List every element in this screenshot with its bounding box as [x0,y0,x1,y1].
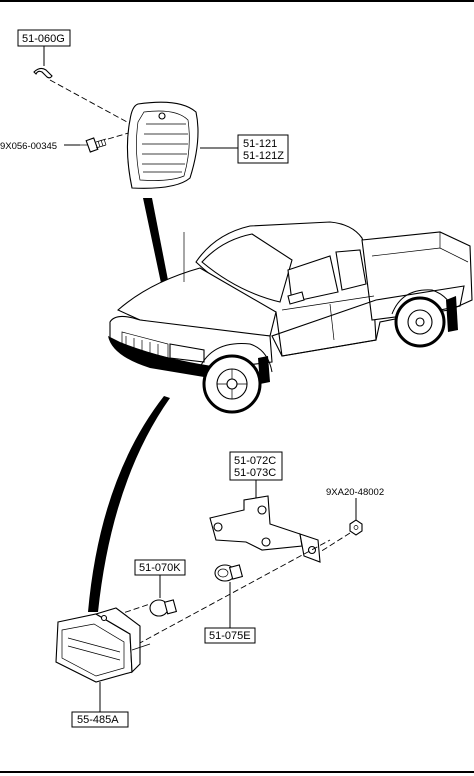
marker-lamp-callout[interactable]: 51-121 51-121Z [237,134,289,164]
bracket-label-1: 51-072C [234,455,276,467]
bulb-part [149,599,178,617]
marker-lamp-part [126,101,199,189]
screw-label: 9X056-00345 [0,141,57,152]
socket-callout[interactable]: 51-075E [204,627,256,644]
bracket-part [209,495,321,563]
marker-lamp-label-2: 51-121Z [243,150,284,162]
clip-label: 51-060G [22,33,65,45]
clip-part [33,67,53,79]
bulb-label: 51-070K [139,562,181,574]
clip-callout[interactable]: 51-060G [17,29,71,66]
fog-lamp-callout[interactable]: 55-485A [71,711,129,728]
socket-part [214,564,244,582]
bracket-label-2: 51-073C [234,467,276,479]
marker-lamp-label-1: 51-121 [243,138,277,150]
bracket-callout[interactable]: 51-072C 51-073C [229,451,283,504]
nut-part [349,519,363,536]
fog-lamp-label: 55-485A [77,714,119,726]
bulb-callout[interactable]: 51-070K [134,559,186,598]
socket-label: 51-075E [209,630,251,642]
fog-lamp-pointer [88,396,170,612]
pickup-truck [108,221,473,414]
screw-part [80,137,107,153]
fog-lamp-part [55,607,151,683]
nut-label: 9XA20-48002 [326,487,384,498]
